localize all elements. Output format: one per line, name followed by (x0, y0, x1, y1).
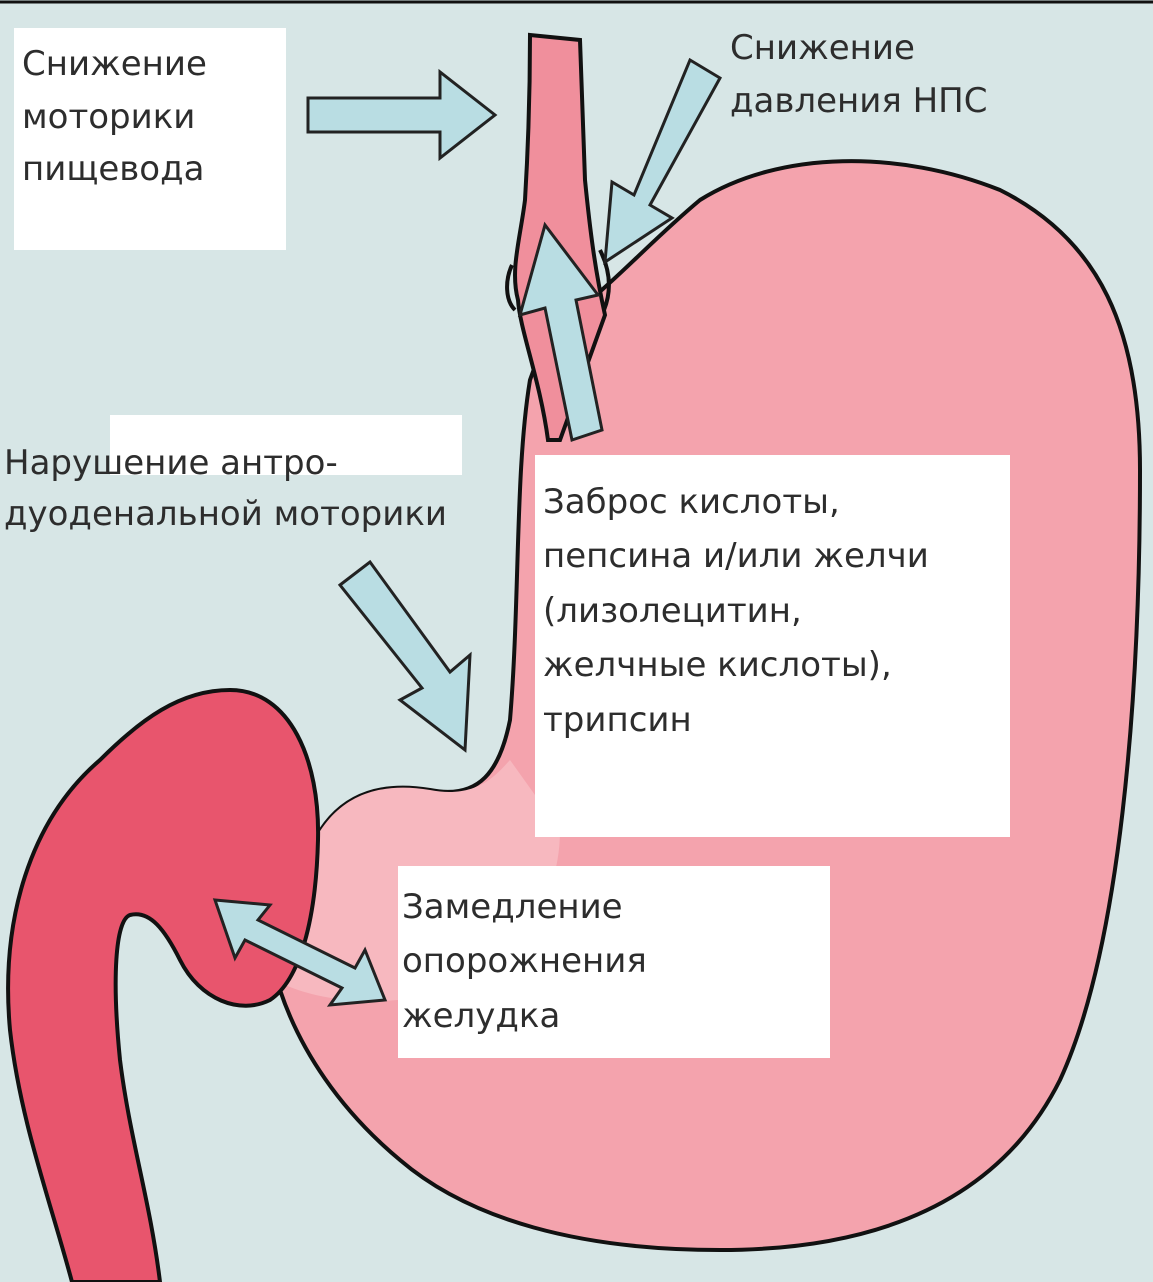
antroduodenal-motility-label: Нарушение антро- дуоденальной моторики (4, 438, 447, 540)
antroduodenal-arrow-icon (340, 562, 470, 750)
les-pressure-label: Снижение давления НПС (722, 20, 1040, 160)
esophageal-motility-arrow-icon (308, 72, 495, 158)
duodenum-shape (8, 690, 318, 1282)
reflux-label: Заброс кислоты, пепсина и/или желчи (лиз… (535, 455, 1010, 837)
gastric-emptying-label: Замедление опорожнения желудка (398, 866, 830, 1058)
esophageal-motility-label: Снижение моторики пищевода (14, 28, 286, 250)
